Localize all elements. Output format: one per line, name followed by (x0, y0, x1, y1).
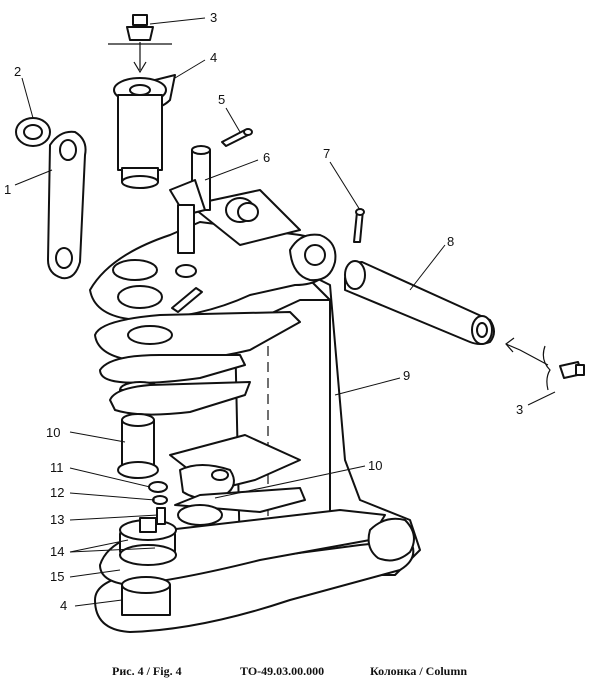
part-7-cotter-pin (353, 208, 365, 243)
callout-3-top: 3 (210, 10, 217, 25)
figure-caption: Рис. 4 / Fig. 4 ТО-49.03.00.000 Колонка … (0, 664, 600, 684)
grease-nipple-right (505, 337, 585, 391)
leader-lines (14, 17, 556, 607)
callout-3-right: 3 (516, 402, 523, 417)
part-2-washer (15, 117, 51, 147)
part-6-pin (169, 145, 211, 254)
caption-fig-number: Рис. 4 / Fig. 4 (112, 664, 182, 678)
base-plate (94, 509, 415, 633)
callout-1: 1 (4, 182, 11, 197)
part-5-cotter-pin (221, 128, 253, 147)
callout-14: 14 (50, 544, 64, 559)
callout-2: 2 (14, 64, 21, 79)
callout-labels: 3 4 2 1 5 6 7 8 9 3 10 10 11 12 13 14 15… (4, 10, 523, 613)
callout-10-left: 10 (46, 425, 60, 440)
part-4-sleeve (113, 74, 176, 189)
callout-12: 12 (50, 485, 64, 500)
exploded-view-drawing: 3 4 2 1 5 6 7 8 9 3 10 10 11 12 13 14 15… (4, 10, 585, 633)
middle-arm-plates (94, 311, 301, 416)
washer-and-pin (148, 481, 168, 525)
callout-13: 13 (50, 512, 64, 527)
caption-drawing-code: ТО-49.03.00.000 (240, 664, 325, 678)
grease-nipple-top (108, 14, 172, 74)
part-1-link (47, 130, 87, 280)
callout-4-top: 4 (210, 50, 217, 65)
callout-11: 11 (50, 460, 64, 475)
caption-title: Колонка / Column (370, 664, 468, 678)
lower-bracket (169, 434, 306, 526)
callout-15: 15 (50, 569, 64, 584)
callout-9: 9 (403, 368, 410, 383)
nut-assembly (119, 517, 177, 566)
callout-6: 6 (263, 150, 270, 165)
callout-7: 7 (323, 146, 330, 161)
callout-8: 8 (447, 234, 454, 249)
upper-arm-plate (89, 221, 337, 321)
upper-arm-bracket (189, 189, 301, 246)
bushing-upper (117, 413, 159, 479)
callout-5: 5 (218, 92, 225, 107)
part-8-axle (344, 260, 495, 345)
callout-10-right: 10 (368, 458, 382, 473)
callout-4-bottom: 4 (60, 598, 67, 613)
